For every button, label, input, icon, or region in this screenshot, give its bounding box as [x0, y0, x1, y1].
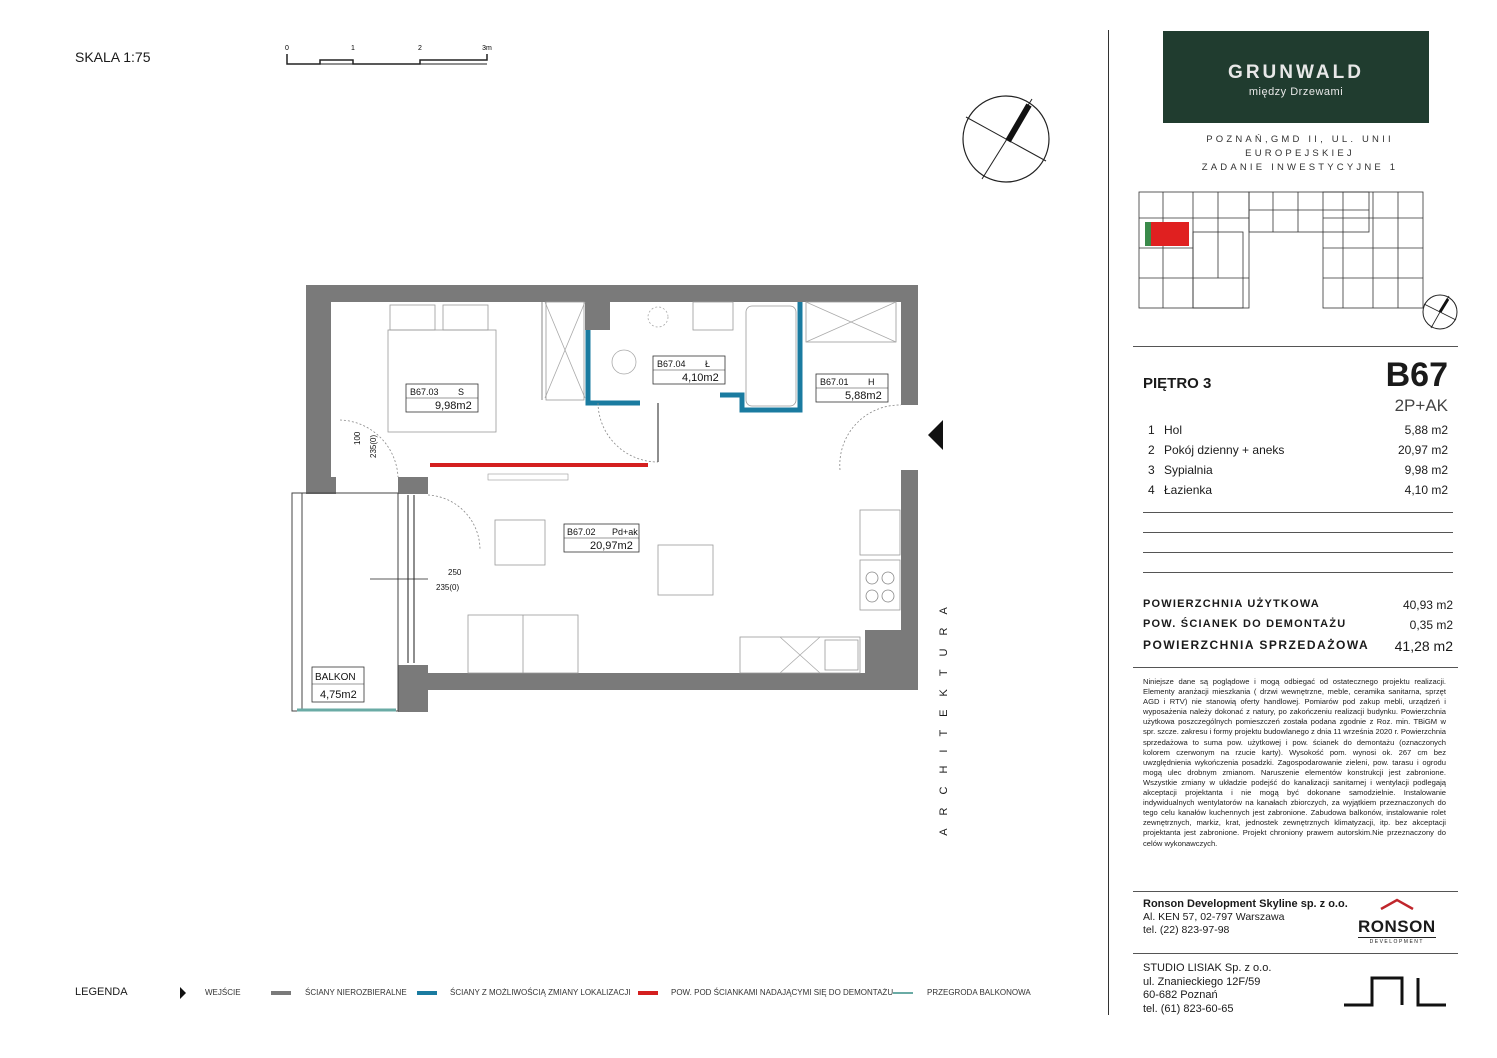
- key-plan-highlight: [1151, 222, 1189, 246]
- ronson-name: RONSON: [1358, 917, 1436, 936]
- usable-value: 40,93 m2: [1402, 598, 1453, 612]
- roof-icon: [1380, 898, 1414, 911]
- dim-window2-h: 250: [448, 568, 462, 577]
- vertical-divider: [1108, 30, 1109, 1015]
- hall-area: 5,88m2: [845, 390, 882, 402]
- architektura-label: ARCHITEKTURA: [937, 594, 950, 836]
- legend-balcony-swatch: [893, 992, 913, 994]
- living-code: B67.02: [567, 527, 596, 537]
- scale-bar: 0 1 2 3m: [285, 45, 492, 65]
- north-arrow-icon: [962, 95, 1050, 183]
- legend-demolition: POW. POD ŚCIANKAMI NADAJĄCYMI SIĘ DO DEM…: [671, 988, 894, 997]
- area-summary: POWIERZCHNIA UŻYTKOWA 40,93 m2 POW. ŚCIAN…: [1143, 598, 1453, 658]
- living-letter: Pd+ak: [612, 527, 638, 537]
- bathroom-area: 4,10m2: [682, 372, 719, 384]
- legend-movable-swatch: [417, 991, 437, 995]
- unit-number: B67: [1385, 356, 1448, 394]
- developer-address: Al. KEN 57, 02-797 Warszawa: [1143, 911, 1285, 923]
- ronson-sub: DEVELOPMENT: [1358, 937, 1436, 945]
- address: POZNAŃ,GMD II, UL. UNII EUROPEJSKIEJ ZAD…: [1150, 133, 1450, 175]
- legend-balcony-divider: PRZEGRODA BALKONOWA: [927, 988, 1031, 997]
- legend-demolition-swatch: [638, 991, 658, 995]
- scale-tick-0: 0: [285, 45, 289, 52]
- bathroom-letter: Ł: [705, 359, 710, 369]
- address-line2: ZADANIE INWESTYCYJNE 1: [1201, 162, 1399, 173]
- scale-label: SKALA 1:75: [75, 49, 151, 65]
- demolition-value: 0,35 m2: [1409, 618, 1453, 632]
- unit-type: 2P+AK: [1394, 396, 1448, 415]
- floor-label: PIĘTRO 3: [1143, 375, 1212, 392]
- studio-street: ul. Znanieckiego 12F/59: [1143, 975, 1261, 988]
- studio-name: STUDIO LISIAK Sp. z o.o.: [1143, 962, 1272, 974]
- dim-window2-w: 235(0): [436, 583, 459, 592]
- legend-title: LEGENDA: [75, 986, 128, 998]
- sales-value: 41,28 m2: [1394, 638, 1453, 654]
- separator: [1133, 346, 1458, 347]
- dim-window1-h: 100: [353, 431, 362, 445]
- address-line1: POZNAŃ,GMD II, UL. UNII EUROPEJSKIEJ: [1206, 134, 1394, 159]
- key-plan: [1138, 191, 1424, 309]
- hall-code: B67.01: [820, 377, 849, 387]
- bathroom-code: B67.04: [657, 359, 686, 369]
- separator: [1143, 532, 1453, 533]
- scale-tick-1: 1: [351, 45, 355, 52]
- living-area: 20,97m2: [590, 540, 633, 552]
- brand-subtitle: między Drzewami: [1248, 86, 1344, 98]
- scale-tick-3: 3m: [482, 45, 492, 52]
- studio-phone: tel. (61) 823-60-65: [1143, 1002, 1234, 1015]
- developer-phone: tel. (22) 823-97-98: [1143, 924, 1230, 936]
- separator: [1133, 953, 1458, 954]
- legend-fixed-swatch: [271, 991, 291, 995]
- balcony-area: 4,75m2: [320, 689, 357, 701]
- legend-entrance: WEJŚCIE: [205, 988, 241, 997]
- fixed-walls: [306, 285, 918, 712]
- brand-title: GRUNWALD: [1228, 62, 1364, 83]
- studio-lisiak-logo: [1344, 976, 1446, 1007]
- usable-label: POWIERZCHNIA UŻYTKOWA: [1143, 598, 1320, 610]
- hall-letter: H: [868, 377, 875, 387]
- bedroom-area: 9,98m2: [435, 400, 472, 412]
- balcony-label: BALKON: [315, 672, 356, 683]
- movable-wall-bath-left: [585, 330, 640, 406]
- entrance-marker: [928, 420, 943, 450]
- developer-info: Ronson Development Skyline sp. z o.o. Al…: [1143, 898, 1348, 937]
- floor-plan: B67.03 S 9,98m2 B67.04 Ł 4,10m2 B67.01 H…: [291, 285, 943, 712]
- studio-info: STUDIO LISIAK Sp. z o.o. ul. Znanieckieg…: [1143, 962, 1271, 1016]
- ronson-logo: RONSON DEVELOPMENT: [1358, 897, 1436, 945]
- sales-label: POWIERZCHNIA SPRZEDAŻOWA: [1143, 638, 1370, 652]
- separator: [1143, 512, 1453, 513]
- studio-city: 60-682 Poznań: [1143, 989, 1218, 1001]
- movable-wall-bath-right: [720, 302, 803, 413]
- bedroom-letter: S: [458, 387, 464, 397]
- disclaimer-text: Niniejsze dane są poglądowe i mogą odbie…: [1143, 677, 1446, 848]
- legend-fixed-walls: ŚCIANY NIEROZBIERALNE: [305, 988, 407, 997]
- separator: [1133, 667, 1458, 668]
- demolition-label: POW. ŚCIANEK DO DEMONTAŻU: [1143, 618, 1347, 630]
- bedroom-code: B67.03: [410, 387, 439, 397]
- dim-window1-w: 235(0): [369, 435, 378, 458]
- legend-movable-walls: ŚCIANY Z MOŻLIWOŚCIĄ ZMIANY LOKALIZACJI: [450, 988, 631, 997]
- separator: [1133, 891, 1458, 892]
- small-north-arrow-icon: [1422, 294, 1458, 330]
- brand-logo: GRUNWALD między Drzewami: [1163, 31, 1429, 123]
- developer-name: Ronson Development Skyline sp. z o.o.: [1143, 898, 1348, 910]
- scale-tick-2: 2: [418, 45, 422, 52]
- entrance-legend-icon: [180, 987, 186, 999]
- separator: [1143, 552, 1453, 553]
- separator: [1143, 572, 1453, 573]
